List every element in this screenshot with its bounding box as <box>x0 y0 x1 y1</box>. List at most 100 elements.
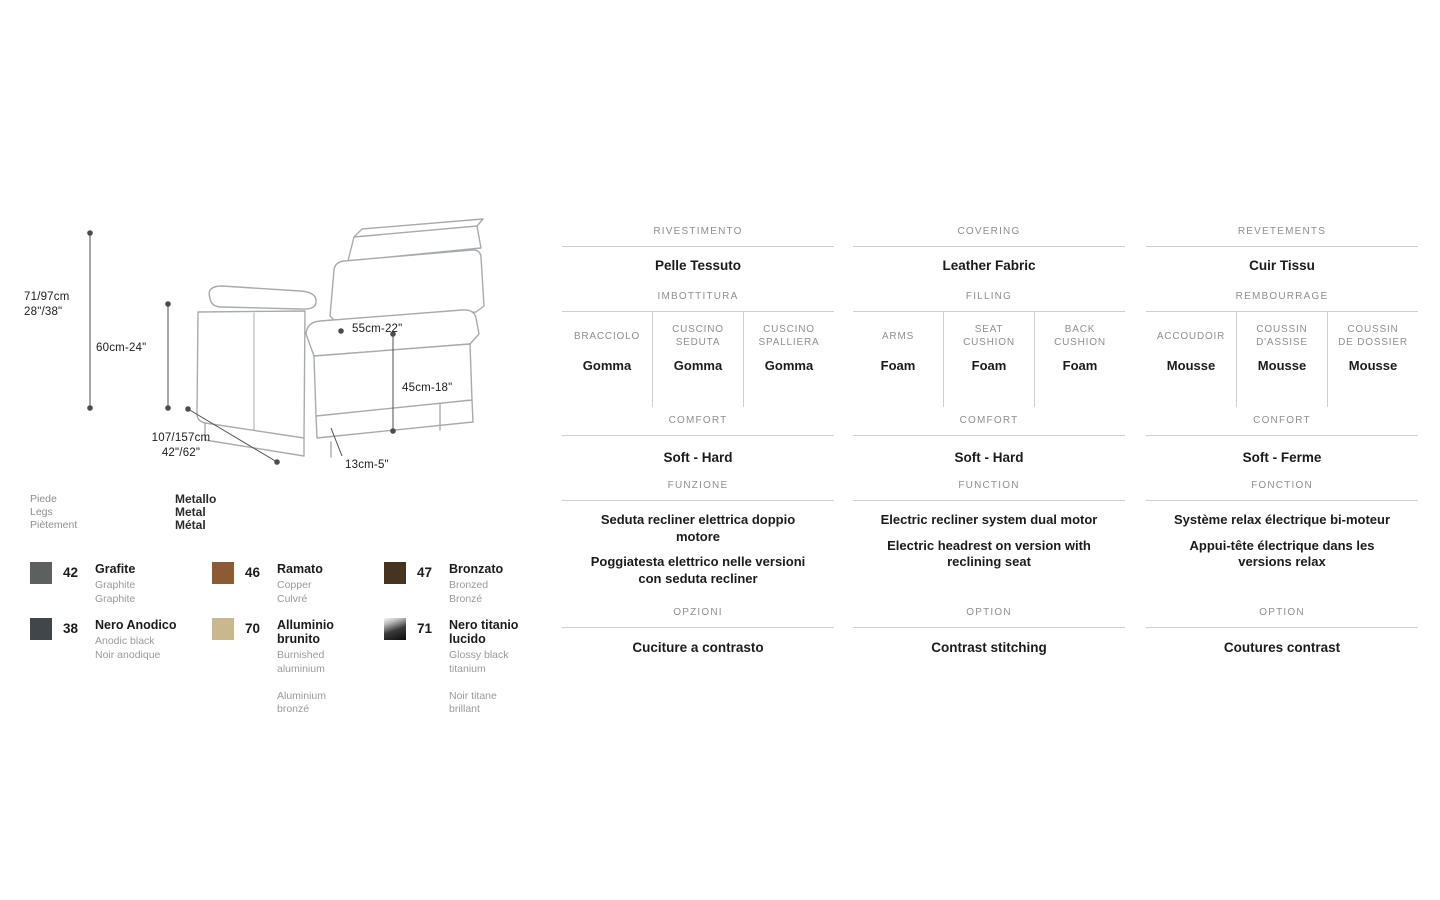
finish-translations: Anodic black Noir anodique <box>95 635 161 661</box>
function-paragraph: Poggiatesta elettrico nelle versioni con… <box>590 554 806 586</box>
finish-translations: Burnished aluminium Aluminium bronzé <box>277 649 327 715</box>
finish-item-nero-titanio: 71 Nero titanio lucido Glossy black tita… <box>384 618 518 717</box>
filling-part-value: Gomma <box>582 358 632 373</box>
filling-part-back-cushion: COUSSIN DE DOSSIER Mousse <box>1327 312 1418 407</box>
function-text: Electric recliner system dual motor Elec… <box>853 501 1125 607</box>
dimension-label-back-height: 60cm-24" <box>96 342 147 354</box>
covering-value: Cuir Tissu <box>1249 258 1315 273</box>
filling-part-back-cushion: BACK CUSHION Foam <box>1034 312 1125 407</box>
finish-item-alluminio-brunito: 70 Alluminio brunito Burnished aluminium… <box>212 618 334 717</box>
filling-part-value: Mousse <box>1166 358 1216 373</box>
filling-part-seat-cushion: CUSCINO SEDUTA Gomma <box>652 312 743 407</box>
finish-item-ramato: 46 Ramato Copper Culvré <box>212 562 323 606</box>
covering-header: COVERING <box>853 226 1125 247</box>
filling-part-value: Foam <box>880 358 916 373</box>
covering-header: REVETEMENTS <box>1146 226 1418 247</box>
filling-part-label: COUSSIN D'ASSISE <box>1256 324 1308 348</box>
filling-part-label: ACCOUDOIR <box>1156 330 1226 342</box>
finish-name: Nero titanio lucido <box>449 618 519 646</box>
sofa-line-drawing <box>87 218 485 465</box>
finish-item-grafite: 42 Grafite Graphite Graphite <box>30 562 135 606</box>
finish-code: 70 <box>245 621 261 636</box>
option-header: OPTION <box>853 607 1125 628</box>
finish-code: 71 <box>417 621 433 636</box>
function-paragraph: Electric recliner system dual motor <box>880 512 1098 527</box>
function-paragraph: Seduta recliner elettrica doppio motore <box>600 512 796 544</box>
finish-swatch <box>212 618 234 640</box>
finish-translations: Bronzed Bronzé <box>449 579 489 605</box>
dimension-label-total-depth: 107/157cm 42"/62" <box>151 432 211 459</box>
filling-part-label: SEAT CUSHION <box>963 324 1015 348</box>
filling-header: REMBOURRAGE <box>1146 291 1418 312</box>
filling-header: FILLING <box>853 291 1125 312</box>
dimension-lines <box>87 230 396 465</box>
comfort-value: Soft - Hard <box>663 450 733 465</box>
function-header: FONCTION <box>1146 480 1418 501</box>
finish-swatch <box>384 618 406 640</box>
filling-part-label: ARMS <box>881 330 915 342</box>
comfort-header: CONFORT <box>1146 415 1418 436</box>
function-text: Système relax électrique bi-moteur Appui… <box>1146 501 1418 607</box>
finish-translations: Glossy black titanium Noir titane brilla… <box>449 649 509 715</box>
finish-code: 47 <box>417 565 433 580</box>
filling-part-seat-cushion: SEAT CUSHION Foam <box>943 312 1034 407</box>
function-paragraph: Electric headrest on version with reclin… <box>887 537 1091 570</box>
function-paragraph: Appui-tête électrique dans les versions … <box>1189 537 1375 570</box>
filling-part-label: CUSCINO SEDUTA <box>672 324 724 348</box>
filling-part-value: Mousse <box>1257 358 1307 373</box>
dimension-label-leg-height: 13cm-5" <box>345 459 389 471</box>
dimension-label-seat-depth: 55cm-22" <box>352 323 403 335</box>
finish-item-bronzato: 47 Bronzato Bronzed Bronzé <box>384 562 503 606</box>
finish-name: Grafite <box>95 562 136 576</box>
dimension-label-seat-height: 45cm-18" <box>402 382 453 394</box>
covering-header: RIVESTIMENTO <box>562 226 834 247</box>
finish-swatch <box>30 562 52 584</box>
filling-part-value: Foam <box>971 358 1007 373</box>
filling-table: BRACCIOLO Gomma CUSCINO SEDUTA Gomma CUS… <box>562 312 834 407</box>
comfort-value: Soft - Hard <box>954 450 1024 465</box>
finish-name: Bronzato <box>449 562 504 576</box>
filling-table: ARMS Foam SEAT CUSHION Foam BACK CUSHION… <box>853 312 1125 407</box>
spec-column-english: COVERING Leather Fabric FILLING ARMS Foa… <box>853 226 1125 656</box>
option-header: OPZIONI <box>562 607 834 628</box>
filling-part-label: BACK CUSHION <box>1054 324 1106 348</box>
sofa-dimension-diagram: 71/97cm 28"/38" 60cm-24" 55cm-22" 45cm-1… <box>0 0 560 720</box>
finish-swatch <box>30 618 52 640</box>
filling-part-arm: ACCOUDOIR Mousse <box>1146 312 1236 407</box>
finish-code: 46 <box>245 565 261 580</box>
option-value: Contrast stitching <box>931 640 1047 655</box>
option-value: Cuciture a contrasto <box>632 640 764 655</box>
function-header: FUNCTION <box>853 480 1125 501</box>
finish-swatch <box>384 562 406 584</box>
filling-part-label: CUSCINO SPALLIERA <box>758 324 820 348</box>
spec-column-italian: RIVESTIMENTO Pelle Tessuto IMBOTTITURA B… <box>562 226 834 656</box>
option-header: OPTION <box>1146 607 1418 628</box>
function-text: Seduta recliner elettrica doppio motore … <box>562 501 834 607</box>
finish-name: Nero Anodico <box>95 618 177 632</box>
comfort-header: COMFORT <box>562 415 834 436</box>
finish-name: Alluminio brunito <box>277 618 334 646</box>
filling-table: ACCOUDOIR Mousse COUSSIN D'ASSISE Mousse… <box>1146 312 1418 407</box>
covering-value: Pelle Tessuto <box>654 258 742 273</box>
finish-code: 42 <box>63 565 79 580</box>
finish-item-nero-anodico: 38 Nero Anodico Anodic black Noir anodiq… <box>30 618 176 662</box>
comfort-header: COMFORT <box>853 415 1125 436</box>
filling-part-back-cushion: CUSCINO SPALLIERA Gomma <box>743 312 834 407</box>
filling-part-label: COUSSIN DE DOSSIER <box>1338 324 1408 348</box>
function-header: FUNZIONE <box>562 480 834 501</box>
filling-part-arm: ARMS Foam <box>853 312 943 407</box>
finish-name: Ramato <box>277 562 323 576</box>
option-value: Coutures contrast <box>1223 640 1341 655</box>
function-paragraph: Système relax électrique bi-moteur <box>1173 512 1391 527</box>
filling-part-value: Gomma <box>764 358 814 373</box>
spec-column-french: REVETEMENTS Cuir Tissu REMBOURRAGE ACCOU… <box>1146 226 1418 656</box>
finish-translations: Graphite Graphite <box>95 579 136 605</box>
filling-part-seat-cushion: COUSSIN D'ASSISE Mousse <box>1236 312 1327 407</box>
legs-material-value: Metallo Metal Métal <box>175 492 217 532</box>
filling-part-value: Mousse <box>1348 358 1398 373</box>
filling-part-value: Gomma <box>673 358 723 373</box>
sofa-sketch <box>196 218 485 458</box>
filling-part-value: Foam <box>1062 358 1098 373</box>
dimension-label-total-height: 71/97cm 28"/38" <box>24 291 70 318</box>
